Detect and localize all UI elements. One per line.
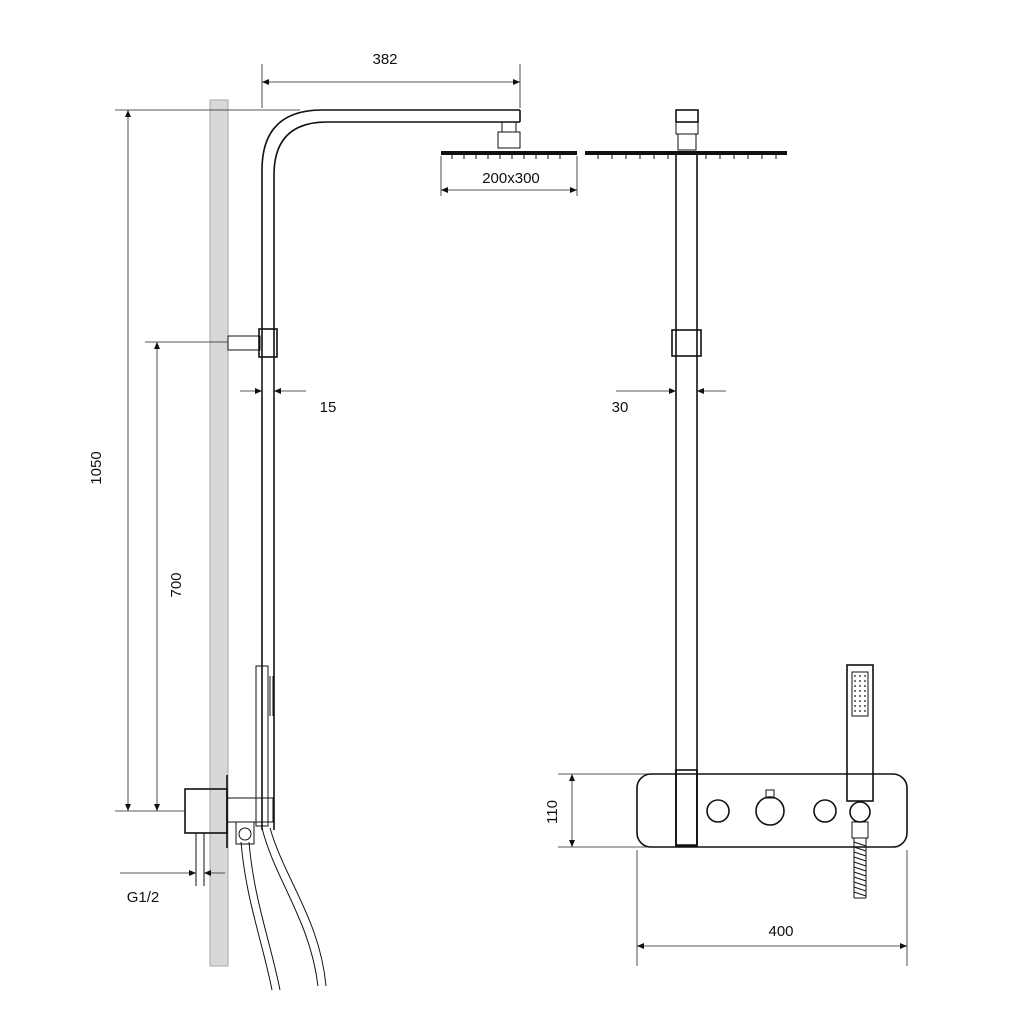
thermostat-knob <box>755 796 785 826</box>
dim-thread: G1/2 <box>120 870 225 906</box>
side-hand-shower <box>255 665 274 827</box>
right-control-knob <box>813 799 837 823</box>
front-pipe <box>671 155 702 846</box>
dim-head-size-label: 200x300 <box>482 170 540 187</box>
front-hand-shower <box>846 664 874 899</box>
dim-panel-height-label: 110 <box>544 800 561 824</box>
front-view: 30 110 400 <box>544 109 908 966</box>
side-mixer <box>184 775 327 991</box>
side-view: 382 200x300 1050 700 15 <box>88 51 578 991</box>
dim-bracket-height: 700 <box>145 341 228 811</box>
dim-head-size: 200x300 <box>440 156 578 196</box>
left-control-knob <box>706 799 730 823</box>
dim-panel-width-label: 400 <box>768 923 793 940</box>
dim-pipe-width: 30 <box>612 388 726 416</box>
dim-thread-label: G1/2 <box>127 889 160 906</box>
dim-panel-height: 110 <box>544 773 650 848</box>
side-wall-bracket <box>227 328 278 358</box>
dim-total-height-label: 1050 <box>88 451 105 484</box>
dim-pipe-depth: 15 <box>240 360 336 416</box>
dim-arm-length: 382 <box>261 51 521 108</box>
dim-total-height: 1050 <box>88 109 300 812</box>
front-shower-head <box>585 109 787 159</box>
front-control-panel <box>636 769 908 848</box>
side-pipe <box>261 109 521 830</box>
dim-arm-length-label: 382 <box>372 51 397 68</box>
side-shower-head <box>441 121 577 159</box>
dim-panel-width: 400 <box>636 850 908 966</box>
dim-pipe-depth-label: 15 <box>320 399 337 416</box>
dim-bracket-height-label: 700 <box>168 572 185 597</box>
wall <box>209 99 229 967</box>
dim-pipe-width-label: 30 <box>612 399 629 416</box>
